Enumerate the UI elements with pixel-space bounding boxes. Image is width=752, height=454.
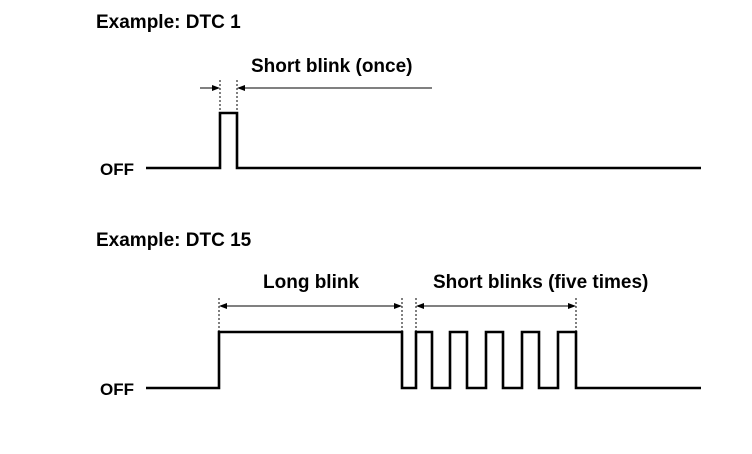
example-1-title: Example: DTC 1 [96,12,241,33]
example-dtc-15: Example: DTC 15 Long blink Short blinks … [96,230,701,399]
example-2-short-blinks-label: Short blinks (five times) [433,272,648,293]
example-dtc-1: Example: DTC 1 Short blink (once) OFF [96,12,701,179]
example-1-dimension-arrow [200,85,432,91]
example-2-long-blink-arrow [219,303,402,309]
example-1-off-label: OFF [100,160,134,179]
example-2-long-blink-label: Long blink [263,272,359,293]
example-2-waveform [146,330,701,390]
example-2-short-blinks-arrow [416,303,576,309]
example-1-short-blink-label: Short blink (once) [251,56,413,77]
example-1-waveform [146,111,701,170]
example-2-off-label: OFF [100,380,134,399]
example-2-title: Example: DTC 15 [96,230,252,251]
